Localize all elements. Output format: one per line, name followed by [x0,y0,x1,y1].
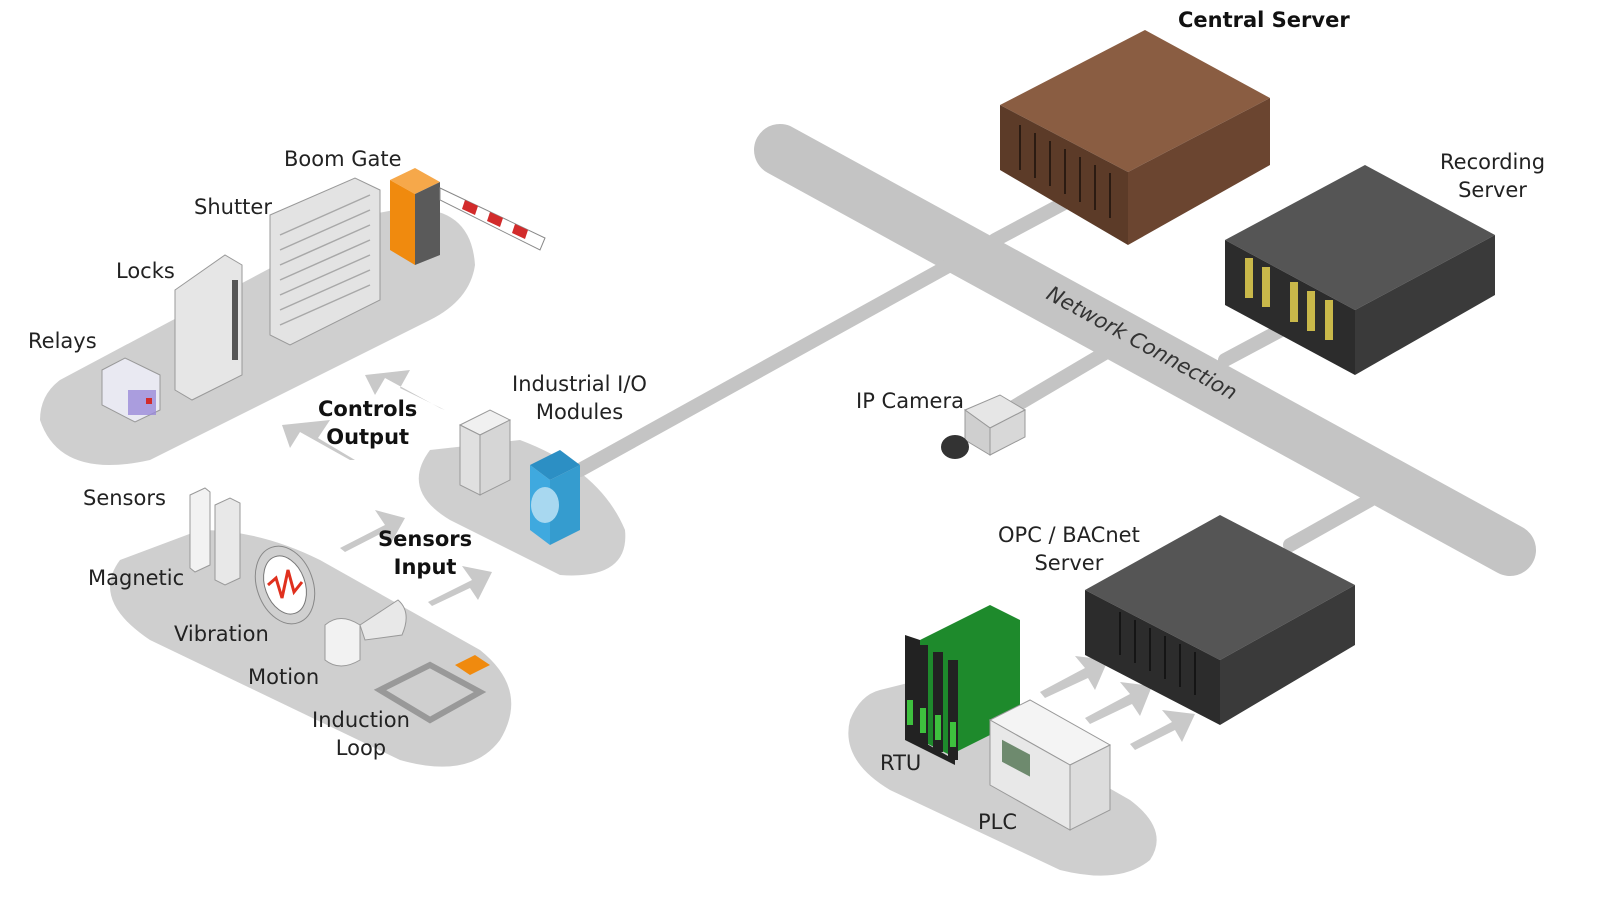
recording-server-label-line2: Server [1458,178,1527,202]
plc-label: PLC [978,810,1018,834]
network-backbone [573,124,1536,576]
locks-icon [174,254,243,401]
locks-label: Locks [116,259,175,283]
controls-output-label: Controls Output [318,395,417,451]
sensors-arrow-1 [340,510,405,552]
rtu-label: RTU [880,751,922,775]
plc-arrow-3 [1130,710,1195,750]
sensors-input-label-line1: Sensors [378,527,473,551]
central-server-label: Central Server [1178,8,1350,32]
controls-arrow-1 [365,370,445,410]
induction-loop-label: Induction Loop [312,706,410,762]
recording-server-label: Recording Server [1440,148,1545,204]
induction-loop-icon [373,655,490,724]
industrial-io-label-line2: Modules [535,400,624,424]
relays-label: Relays [28,329,97,353]
opc-bacnet-server-icon [1085,515,1355,725]
plc-arrow-1 [1040,656,1108,698]
sensors-input-label-line2: Input [393,555,457,579]
motion-label: Motion [248,665,320,689]
sensors-arrow-2 [428,566,492,606]
magnetic-sensor-icon [189,487,241,586]
induction-loop-label-line2: Loop [335,736,387,760]
vibration-label: Vibration [174,622,269,646]
magnetic-label: Magnetic [88,566,185,590]
sensors-label: Sensors [83,486,166,510]
controls-arrow-2 [282,420,355,460]
shutter-label: Shutter [194,195,272,219]
recording-server-icon [1225,165,1495,375]
boom-gate-icon [390,168,546,265]
shutter-icon [269,177,381,346]
ip-camera-label: IP Camera [856,389,964,413]
industrial-io-modules-icon [458,409,580,545]
opc-bacnet-label-line1: OPC / BACnet [998,523,1140,547]
industrial-io-label-line1: Industrial I/O [512,372,647,396]
ip-camera-icon [941,394,1027,459]
arrows [282,370,1195,750]
network-connection-label: Network Connection [1043,281,1242,404]
motion-sensor-icon [324,599,407,667]
plc-icon [988,699,1112,831]
opc-bacnet-label-line2: Server [1034,551,1104,575]
controls-output-label-line1: Controls [318,397,418,421]
industrial-io-label: Industrial I/O Modules [512,370,647,426]
sensors-input-label: Sensors Input [378,525,472,581]
recording-server-label-line1: Recording [1440,150,1546,174]
plc-arrow-2 [1085,682,1152,724]
controls-output-label-line2: Output [326,425,410,449]
relays-icon [101,357,161,423]
induction-loop-label-line1: Induction [312,708,410,732]
boom-gate-label: Boom Gate [284,147,402,171]
central-server-icon [1000,30,1270,245]
vibration-sensor-icon [254,545,316,625]
opc-bacnet-label: OPC / BACnet Server [998,521,1140,577]
